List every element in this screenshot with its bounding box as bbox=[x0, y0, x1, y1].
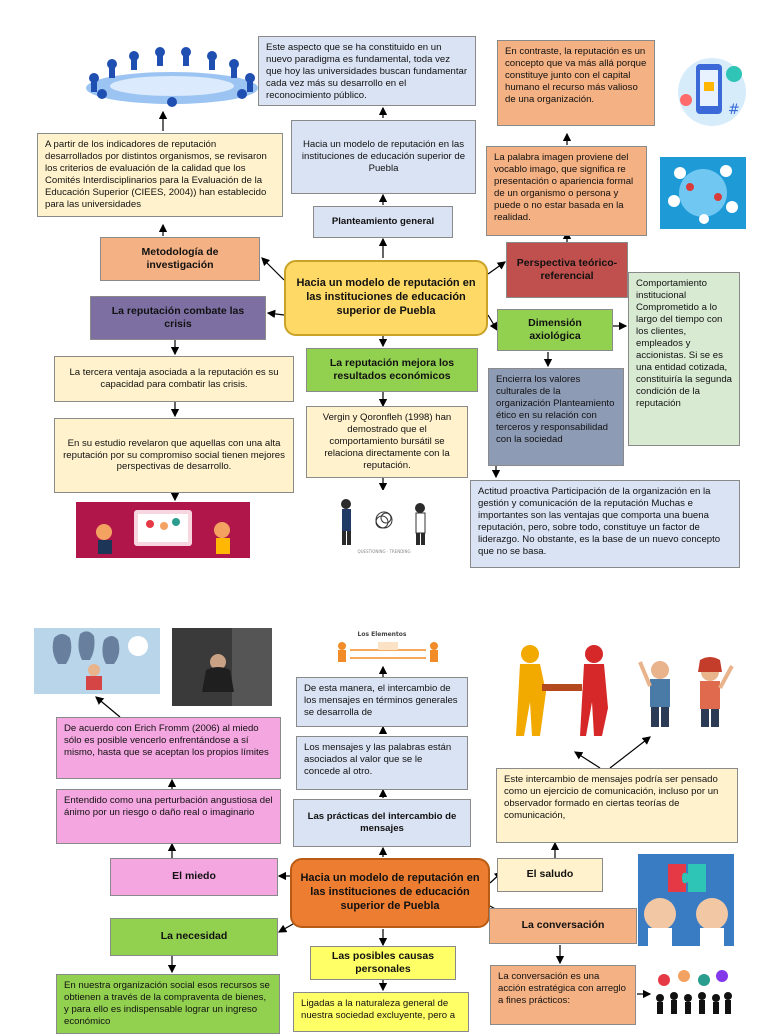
fromm-note: De acuerdo con Erich Fromm (2006) al mie… bbox=[56, 717, 281, 779]
mejora-resultados-node: La reputación mejora los resultados econ… bbox=[306, 348, 478, 392]
crowd-speech-image bbox=[650, 968, 734, 1018]
security-phone-image: # bbox=[672, 52, 752, 130]
perturbacion-note: Entendido como una perturbación angustio… bbox=[56, 789, 281, 844]
dimension-axiologica-node: Dimensión axiológica bbox=[497, 309, 613, 351]
image-caption: QUESTIONING · TRENDING bbox=[357, 549, 410, 554]
ligadas-note: Ligadas a la naturaleza general de nuest… bbox=[293, 992, 469, 1032]
imagen-note: La palabra imagen proviene del vocablo i… bbox=[486, 146, 647, 236]
causas-node: Las posibles causas personales bbox=[310, 946, 456, 980]
social-globe-image bbox=[660, 157, 746, 229]
puzzle-heads-image bbox=[638, 854, 734, 946]
conversacion-estrategica-note: La conversación es una acción estratégic… bbox=[490, 965, 636, 1025]
sad-person-image bbox=[172, 628, 272, 706]
top-central-topic: Hacia un modelo de reputación en las ins… bbox=[284, 260, 488, 336]
businessman-scribble-image: QUESTIONING · TRENDING bbox=[316, 490, 452, 556]
organizacion-social-note: En nuestra organización social esos recu… bbox=[56, 974, 280, 1034]
hacia-modelo-box: Hacia un modelo de reputación en las ins… bbox=[291, 120, 476, 194]
necesidad-node: La necesidad bbox=[110, 918, 278, 956]
shadow-fear-image bbox=[34, 628, 160, 694]
practicas-node: Las prácticas del intercambio de mensaje… bbox=[293, 799, 471, 847]
saludo-node: El saludo bbox=[497, 858, 603, 892]
svg-text:#: # bbox=[728, 102, 740, 118]
online-media-image bbox=[76, 502, 250, 558]
tercera-ventaja-note: La tercera ventaja asociada a la reputac… bbox=[54, 356, 294, 402]
paradigm-note: Este aspecto que se ha constituido en un… bbox=[258, 36, 476, 106]
intercambio-comunicacion-note: Este intercambio de mensajes podría ser … bbox=[496, 768, 738, 843]
planteamiento-general: Planteamiento general bbox=[313, 206, 453, 238]
elements-title: Los Elementos bbox=[358, 631, 407, 638]
combate-crisis-node: La reputación combate las crisis bbox=[90, 296, 266, 340]
contrast-note: En contraste, la reputación es un concep… bbox=[497, 40, 655, 126]
valores-note: Encierra los valores culturales de la or… bbox=[488, 368, 624, 466]
circle-of-people-image bbox=[72, 42, 272, 110]
handshake-image bbox=[508, 640, 616, 742]
greeting-people-image bbox=[632, 652, 742, 730]
conversacion-node: La conversación bbox=[489, 908, 637, 944]
metodologia-node: Metodología de investigación bbox=[100, 237, 260, 281]
vergin-note: Vergin y Qoronfleh (1998) han demostrado… bbox=[306, 406, 468, 478]
elements-diagram-image: Los Elementos bbox=[330, 628, 446, 668]
bottom-central-topic: Hacia un modelo de reputación en las ins… bbox=[290, 858, 490, 928]
intercambio-general-note: De esta manera, el intercambio de los me… bbox=[296, 677, 468, 727]
miedo-node: El miedo bbox=[110, 858, 278, 896]
estudio-note: En su estudio revelaron que aquellas con… bbox=[54, 418, 294, 493]
actitud-note: Actitud proactiva Participación de la or… bbox=[470, 480, 740, 568]
mensajes-note: Los mensajes y las palabras están asocia… bbox=[296, 736, 468, 790]
perspectiva-node: Perspectiva teórico-referencial bbox=[506, 242, 628, 298]
comportamiento-note: Comportamiento institucional Comprometid… bbox=[628, 272, 740, 446]
indicators-note: A partir de los indicadores de reputació… bbox=[37, 133, 283, 217]
